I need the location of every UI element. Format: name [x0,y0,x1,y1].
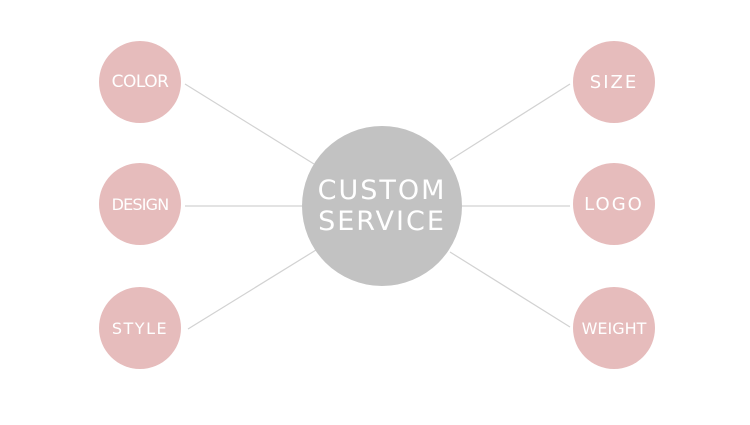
node-design: DESIGN [99,163,181,245]
connector-color [184,83,315,165]
connector-weight [449,251,571,328]
node-logo: LOGO [573,163,655,245]
node-style: STYLE [99,287,181,369]
node-weight-label: WEIGHT [581,318,647,338]
node-size-label: SIZE [589,71,639,93]
center-label-line2: SERVICE [318,206,446,237]
node-weight: WEIGHT [573,287,655,369]
node-color: COLOR [99,41,181,123]
node-size: SIZE [573,41,655,123]
connector-style [187,249,317,330]
node-design-label: DESIGN [111,194,170,214]
node-style-label: STYLE [111,318,169,338]
node-logo-label: LOGO [584,193,644,215]
connector-size [449,83,571,161]
center-label-line1: CUSTOM [317,175,447,206]
node-color-label: COLOR [111,72,169,92]
center-node: CUSTOM SERVICE [302,126,462,286]
